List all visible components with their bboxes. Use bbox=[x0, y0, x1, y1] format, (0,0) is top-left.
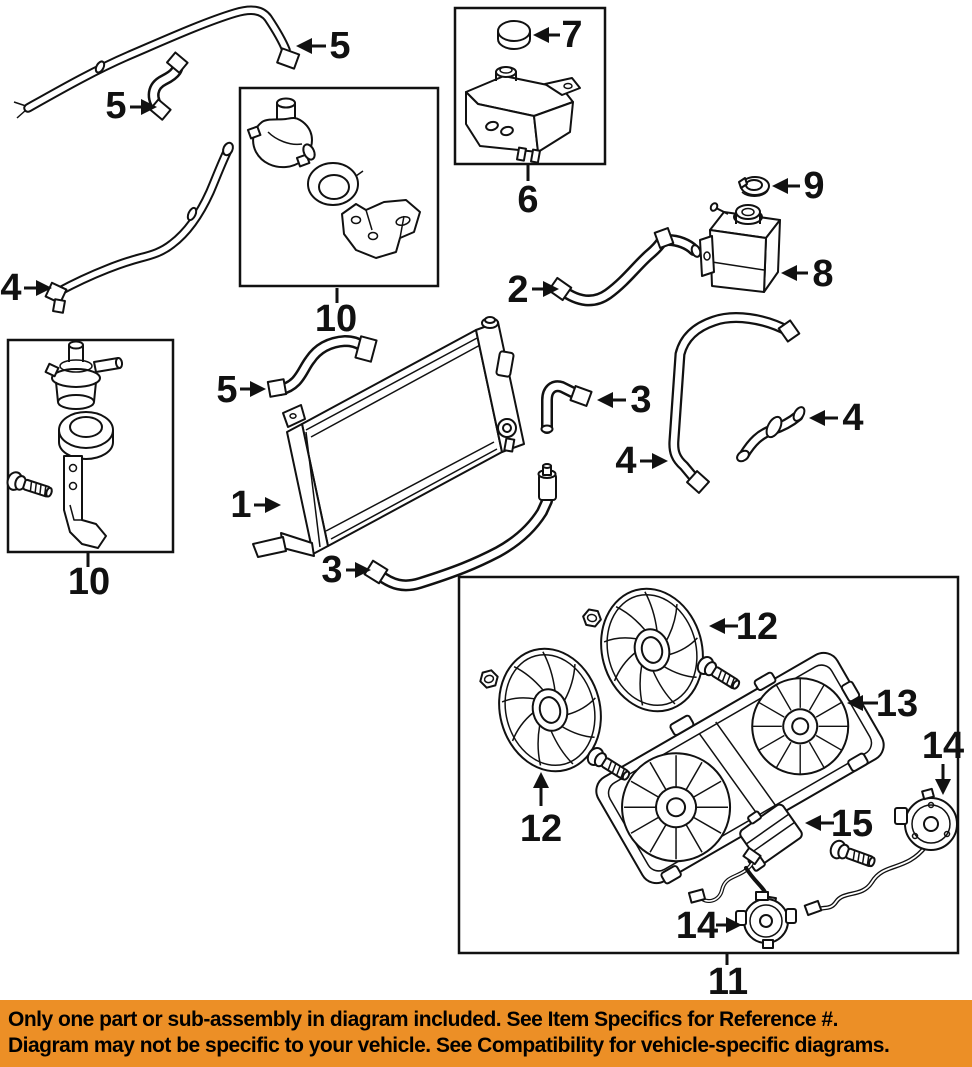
callout-4-short-right: 4 bbox=[809, 397, 864, 439]
fan-nut-top bbox=[580, 607, 604, 629]
callout-label: 9 bbox=[803, 165, 824, 207]
callout-5-radiator-hose: 5 bbox=[216, 369, 266, 411]
callout-12-fan-top: 12 bbox=[709, 606, 778, 648]
callout-label: 14 bbox=[922, 725, 964, 767]
fan-assembly-group-box bbox=[457, 575, 960, 955]
water-hose-tall bbox=[668, 312, 801, 494]
water-pump-group-box bbox=[6, 338, 175, 554]
callout-13-shroud: 13 bbox=[847, 683, 918, 725]
callout-label: 5 bbox=[216, 369, 237, 411]
callout-15-resistor: 15 bbox=[805, 803, 873, 845]
radiator-hose-lower bbox=[363, 463, 557, 592]
callout-label: 4 bbox=[842, 397, 863, 439]
callout-label: 13 bbox=[876, 683, 918, 725]
callout-label: 10 bbox=[315, 298, 357, 340]
callout-3-lower-hose: 3 bbox=[321, 549, 371, 591]
overflow-tank bbox=[699, 202, 781, 293]
reservoir-group-box bbox=[453, 6, 607, 166]
radiator bbox=[252, 316, 525, 558]
callout-label: 11 bbox=[708, 961, 748, 1000]
radiator-hose-elbow-right bbox=[540, 380, 593, 434]
callout-label: 5 bbox=[329, 25, 350, 67]
callout-label: 12 bbox=[520, 808, 562, 850]
callout-label: 3 bbox=[630, 379, 651, 421]
callout-label: 15 bbox=[831, 803, 873, 845]
callout-label: 1 bbox=[230, 484, 251, 526]
heater-hose-upper bbox=[13, 5, 301, 119]
auxiliary-water-pump bbox=[44, 340, 124, 410]
callout-14-motor-bottom: 14 bbox=[676, 905, 742, 947]
callout-1-radiator: 1 bbox=[230, 484, 281, 526]
callout-8-overflow-tank: 8 bbox=[781, 253, 834, 295]
cooling-system-parts-diagram: 5 5 4 10 7 6 9 8 2 5 bbox=[0, 5, 964, 1000]
outlet-bracket bbox=[341, 199, 421, 259]
callout-label: 7 bbox=[561, 14, 582, 56]
water-hose-small-elbow bbox=[147, 51, 189, 121]
pump-bolt bbox=[4, 469, 56, 503]
water-hose-short-right bbox=[736, 406, 806, 463]
banner-line-1: Only one part or sub-assembly in diagram… bbox=[8, 1008, 838, 1031]
callout-4-long-left: 4 bbox=[0, 267, 52, 309]
heater-hose-long-left bbox=[44, 141, 234, 314]
callout-5-upper-hose: 5 bbox=[296, 25, 351, 67]
water-outlet-housing bbox=[246, 97, 316, 169]
callout-2-hose: 2 bbox=[507, 269, 559, 311]
fan-nut-left bbox=[477, 668, 501, 690]
pump-bracket bbox=[63, 455, 107, 549]
banner-line-2: Diagram may not be specific to your vehi… bbox=[8, 1034, 890, 1057]
fan-motor-right bbox=[803, 787, 958, 917]
radiator-hose-upper bbox=[266, 334, 378, 398]
fan-motor-bottom bbox=[735, 891, 797, 949]
callout-4-tall-hose: 4 bbox=[615, 440, 668, 482]
callout-14-motor-right: 14 bbox=[922, 725, 964, 795]
callout-7-cap: 7 bbox=[533, 14, 583, 56]
thermostat-seal-ring bbox=[307, 162, 364, 206]
callout-10-thermostat-box: 10 bbox=[315, 288, 357, 340]
disclaimer-banner: Only one part or sub-assembly in diagram… bbox=[0, 1000, 972, 1067]
pump-insulator-ring bbox=[58, 411, 114, 460]
overflow-cap bbox=[738, 176, 770, 197]
callout-label: 2 bbox=[507, 269, 528, 311]
callout-label: 4 bbox=[615, 440, 636, 482]
callout-label: 6 bbox=[517, 179, 538, 221]
callout-label: 12 bbox=[736, 606, 778, 648]
callout-10-pump-box: 10 bbox=[68, 553, 110, 603]
coolant-reservoir-tank bbox=[465, 66, 581, 164]
callout-label: 10 bbox=[68, 561, 110, 603]
callout-3-elbow-right: 3 bbox=[597, 379, 652, 421]
fan-blade-top bbox=[586, 576, 718, 724]
callout-label: 8 bbox=[812, 253, 833, 295]
reservoir-cap bbox=[497, 20, 531, 50]
callout-9-cap: 9 bbox=[772, 165, 825, 207]
callout-5-small-elbow: 5 bbox=[105, 85, 157, 127]
callout-12-fan-left: 12 bbox=[520, 772, 562, 850]
callout-11-fan-box: 11 bbox=[708, 953, 748, 1000]
callout-label: 3 bbox=[321, 549, 342, 591]
callout-6-reservoir-box: 6 bbox=[517, 165, 539, 221]
fan-bolt-top bbox=[693, 653, 744, 695]
fan-shroud bbox=[595, 651, 885, 885]
radiator-hose-2 bbox=[547, 227, 702, 307]
callout-label: 4 bbox=[0, 267, 21, 309]
callout-label: 14 bbox=[676, 905, 718, 947]
thermostat-group-box bbox=[238, 86, 440, 288]
callout-label: 5 bbox=[105, 85, 126, 127]
